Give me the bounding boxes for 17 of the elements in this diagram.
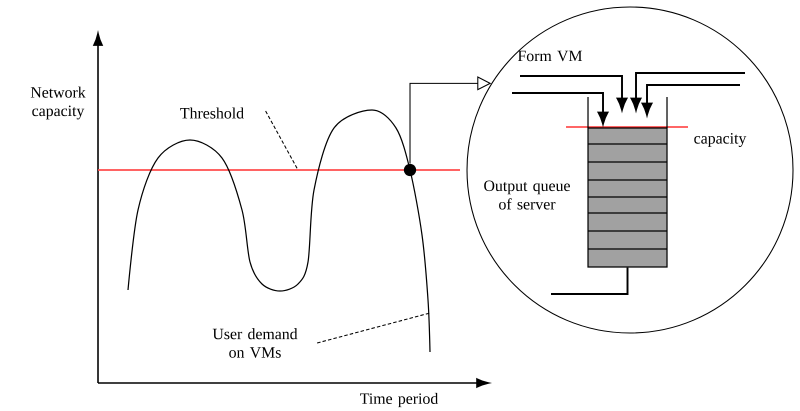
label-text: Output queue of server — [484, 180, 570, 210]
intersection-dot — [404, 164, 416, 176]
label-text: Time period — [360, 392, 438, 408]
callout-text: User demand on VMs — [212, 328, 298, 358]
label-text: Form VM — [518, 50, 582, 62]
arrow — [512, 92, 608, 124]
leader-line — [316, 312, 430, 344]
arrow — [630, 72, 745, 110]
arrow — [520, 75, 628, 110]
leader-line — [265, 110, 298, 170]
label-text: Network capacity — [30, 86, 86, 120]
queue-drawing — [587, 97, 668, 268]
zoom-circle — [466, 6, 794, 334]
label-text: capacity — [694, 133, 746, 147]
connector-line — [551, 268, 628, 295]
arrow — [642, 84, 740, 116]
callout-text: Threshold — [180, 107, 244, 119]
